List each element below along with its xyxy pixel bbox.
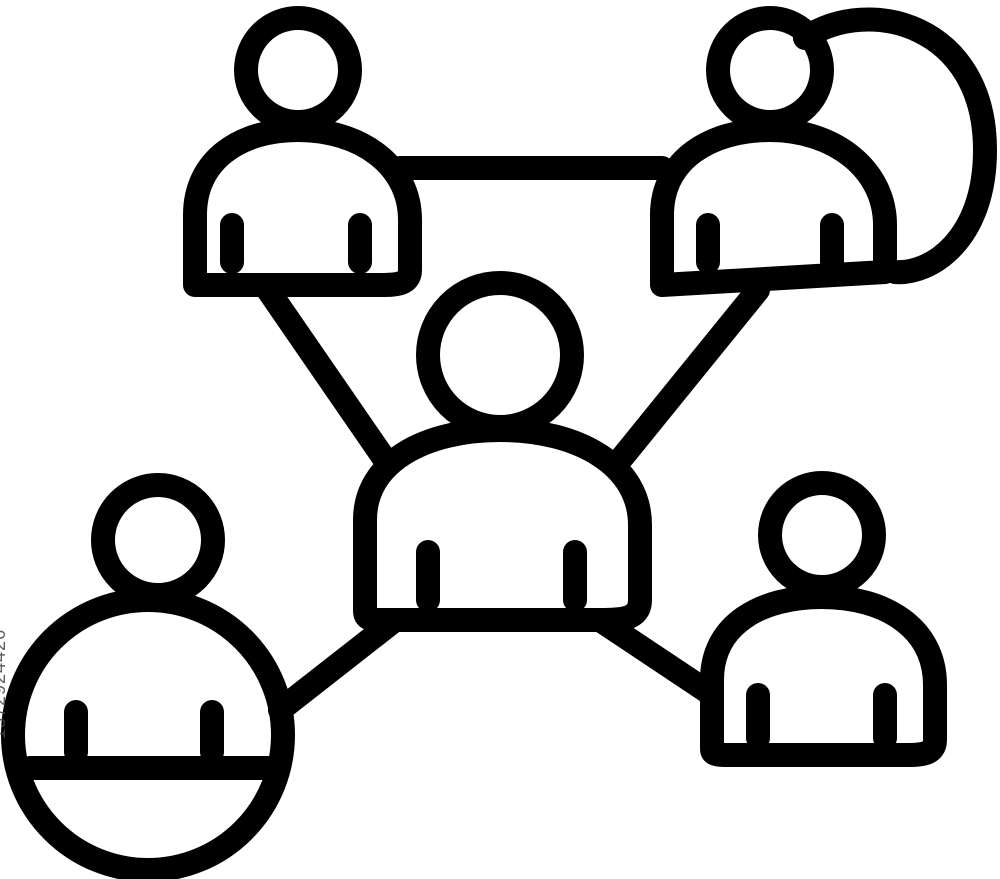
person-head [91,473,225,607]
person-top-right [650,6,897,297]
connections [256,156,770,722]
person-head [706,6,834,134]
person-frame-circle [1,588,295,879]
person-head [234,6,362,134]
link-center-bottom-left [268,608,407,722]
person-top-left [183,6,422,297]
person-center [353,271,652,632]
person-body [353,418,652,632]
person-body [700,585,947,767]
person-head [758,471,886,599]
top-right-arc [793,7,997,285]
person-head [416,271,584,439]
person-bottom-right [700,471,947,767]
link-top-left-center [256,278,404,482]
person-bottom-left [1,473,295,879]
watermark-id: 1372924426 [0,628,9,739]
link-top-right-center [600,278,770,482]
person-body [650,118,897,297]
